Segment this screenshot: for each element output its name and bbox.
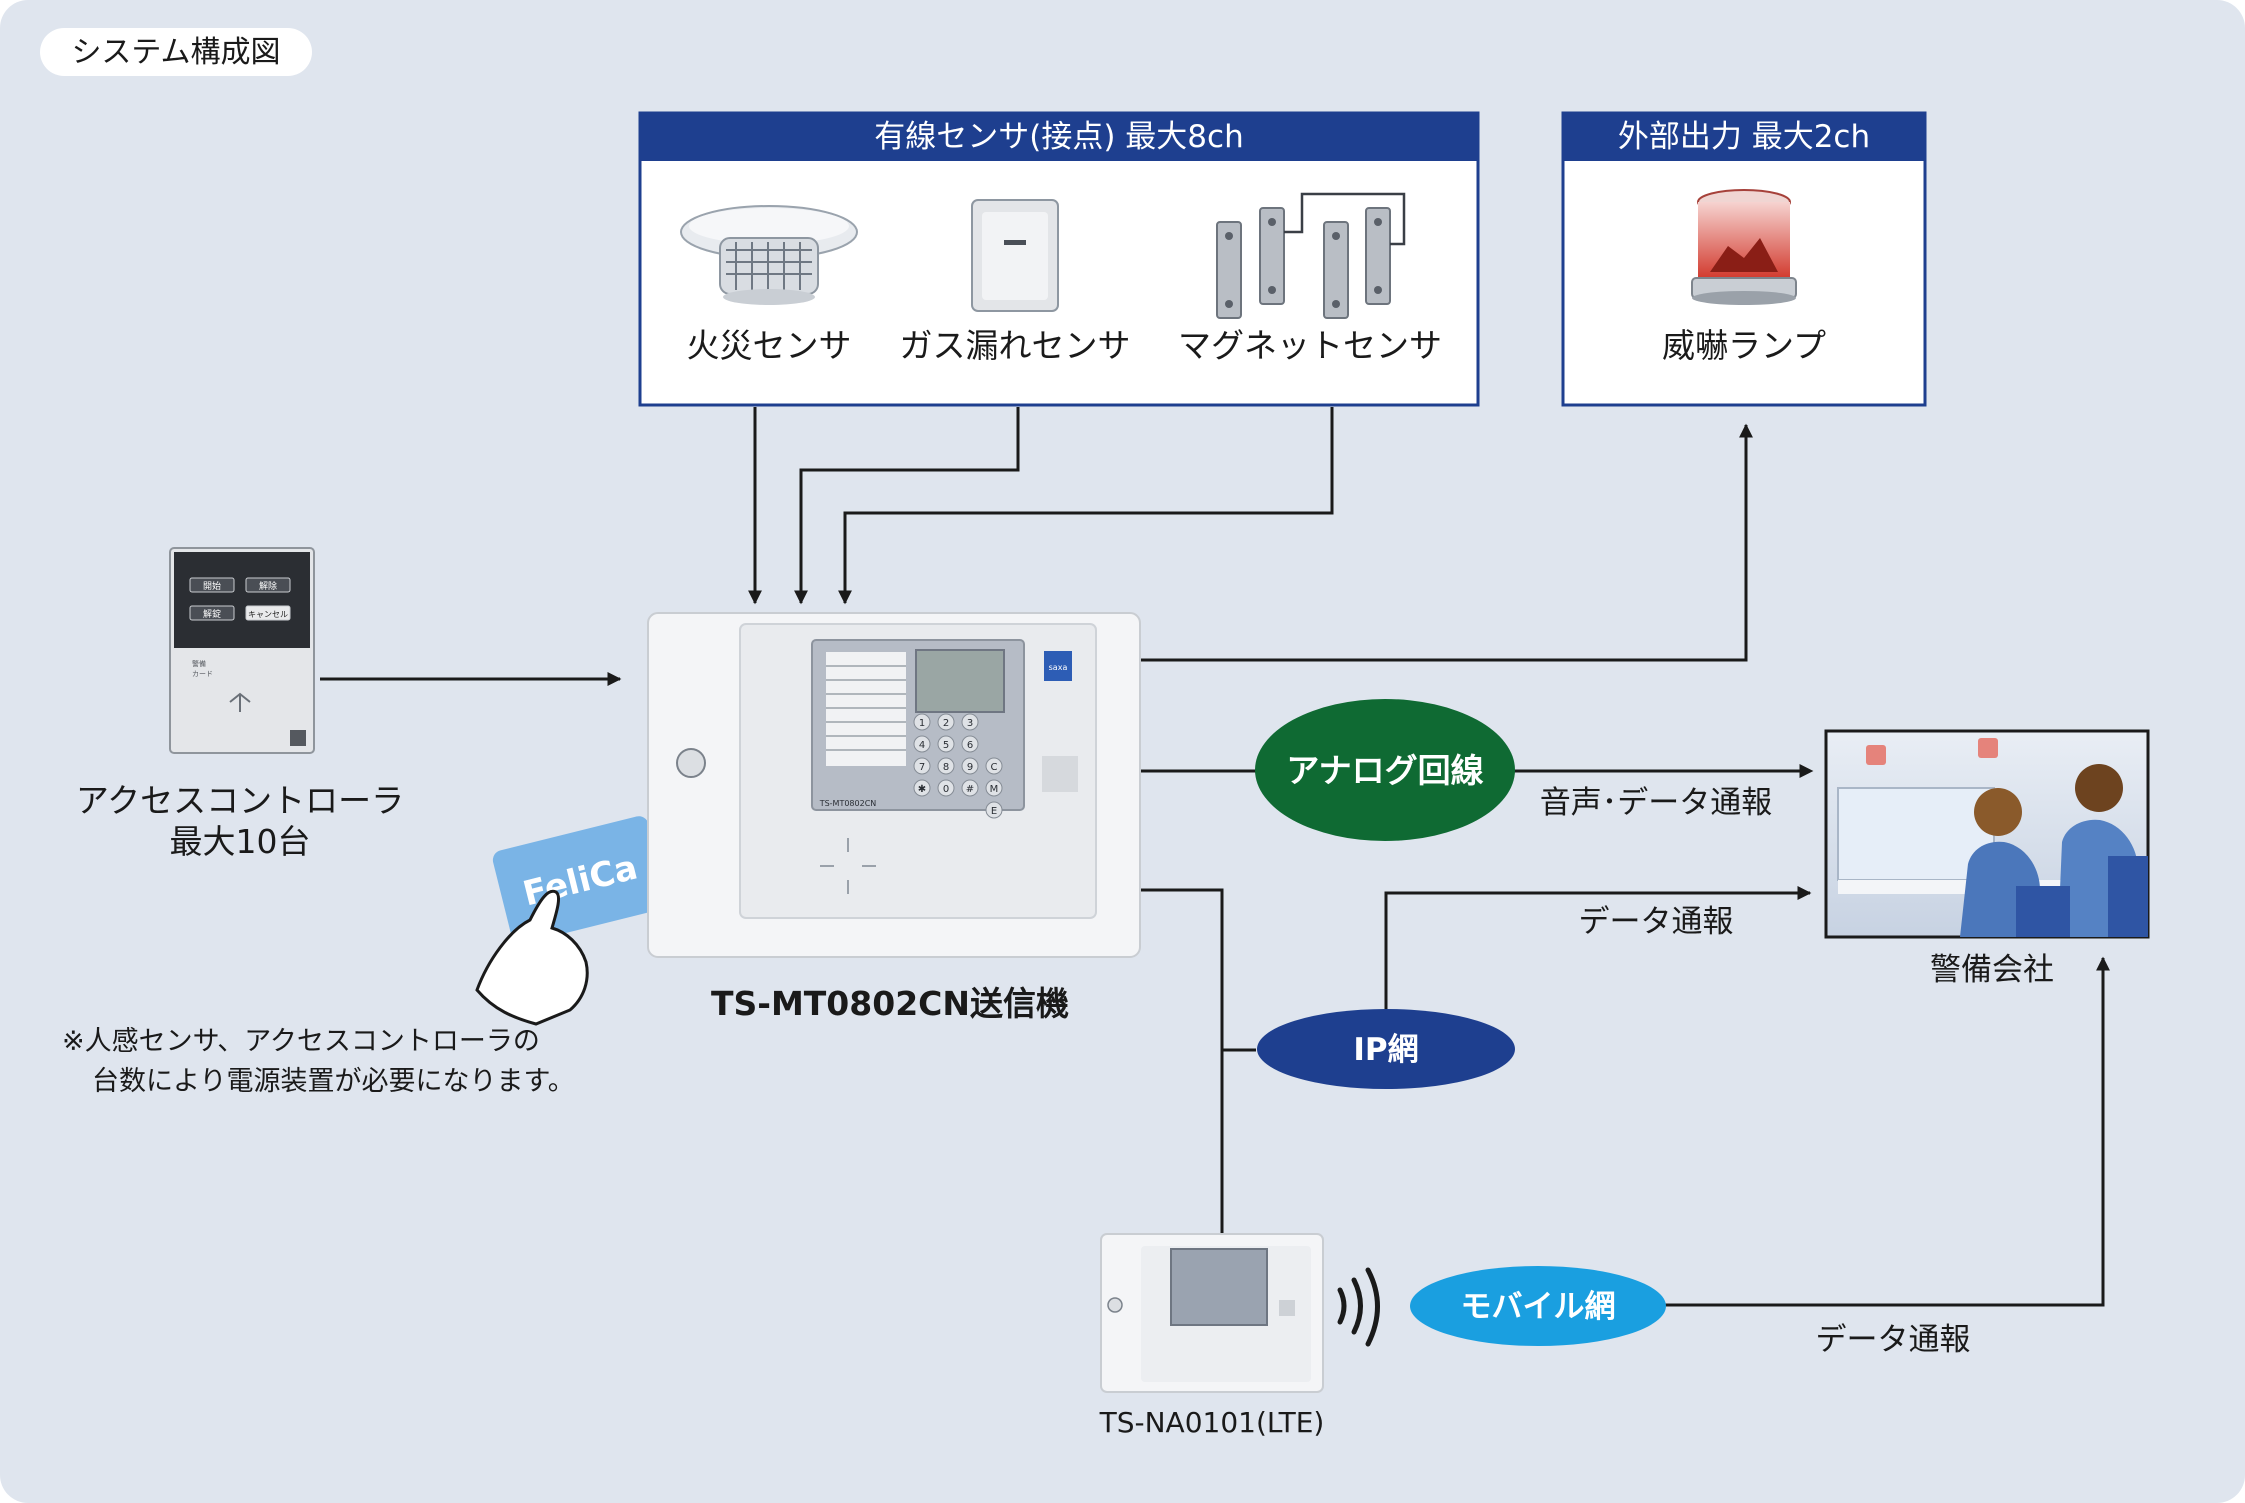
- external-output-box: 外部出力 最大2ch 威嚇ランプ: [1561, 111, 1927, 407]
- note-line1: ※人感センサ、アクセスコントローラの: [62, 1026, 540, 1057]
- keypad-key-label: 6: [967, 740, 973, 751]
- keypad-key: [913, 779, 931, 797]
- voice-data-label: 音声･データ通報: [1540, 785, 1773, 821]
- panel-small-guard: 警備: [192, 659, 206, 668]
- keypad-key: [937, 735, 955, 753]
- warning-lamp-icon: [1691, 189, 1797, 305]
- keypad-key: [961, 735, 979, 753]
- fire-sensor-label: 火災センサ: [687, 326, 852, 365]
- keypad-key: [913, 735, 931, 753]
- keypad-key-label: C: [991, 762, 998, 773]
- keypad-key: [961, 779, 979, 797]
- security-company-label: 警備会社: [1930, 952, 2054, 988]
- magnet-sensor-icon: [1216, 192, 1406, 319]
- connection-lines: [320, 407, 2110, 1307]
- note-line2: 台数により電源装置が必要になります。: [92, 1066, 575, 1097]
- keypad-key-label: 7: [919, 762, 925, 773]
- access-controller-count: 最大10台: [170, 822, 311, 861]
- ip-network: IP網: [1257, 1009, 1515, 1089]
- transmitter-model-print: TS-MT0802CN: [819, 799, 877, 808]
- keypad-key: [913, 757, 931, 775]
- lte-device: [1100, 1233, 1324, 1393]
- key-lock-icon: [676, 748, 706, 778]
- panel-button-unlock: 解錠: [203, 608, 221, 620]
- keypad-key: [985, 801, 1003, 819]
- keypad-key-label: 3: [967, 718, 973, 729]
- gas-sensor-label: ガス漏れセンサ: [900, 326, 1131, 365]
- analog-network: アナログ回線: [1255, 699, 1515, 841]
- keypad-key-label: ✱: [918, 784, 926, 795]
- keypad-key-label: 2: [943, 718, 949, 729]
- gas-sensor-icon: [971, 199, 1059, 312]
- panel-button-cancel: キャンセル: [248, 610, 288, 619]
- mobile-data-label: データ通報: [1816, 1322, 1971, 1358]
- transmitter-label: TS-MT0802CN送信機: [711, 984, 1069, 1023]
- access-controller-device: 開始 解除 解錠 キャンセル 警備 カード: [169, 547, 315, 754]
- ip-network-label: IP網: [1353, 1032, 1418, 1068]
- keypad-key-label: 9: [967, 762, 973, 773]
- keypad-key: [937, 779, 955, 797]
- wired-sensors-header: 有線センサ(接点) 最大8ch: [874, 119, 1243, 155]
- keypad-key: [961, 713, 979, 731]
- external-output-header: 外部出力 最大2ch: [1618, 119, 1870, 155]
- magnet-sensor-line: [838, 407, 1334, 605]
- lte-device-label: TS-NA0101(LTE): [1099, 1406, 1325, 1439]
- keypad-key: [985, 757, 1003, 775]
- felica-card-icon: FeliCa: [475, 816, 668, 1026]
- title-tag-text: システム構成図: [71, 35, 280, 70]
- ip-data-line: [1384, 886, 1812, 1009]
- keypad-key-label: 1: [919, 718, 925, 729]
- fire-sensor-icon: [680, 205, 858, 305]
- access-controller-label: アクセスコントローラ: [76, 781, 404, 820]
- mobile-network: モバイル網: [1410, 1266, 1666, 1346]
- keypad-key: [985, 779, 1003, 797]
- panel-button-release: 解除: [259, 580, 277, 592]
- keypad-key: [913, 713, 931, 731]
- keypad-key-label: 4: [919, 740, 925, 751]
- brand-logo: [1044, 651, 1072, 681]
- ip-trunk-line: [1140, 888, 1224, 1233]
- magnet-sensor-label: マグネットセンサ: [1178, 326, 1442, 365]
- transmitter-keypad: 1 2 3 4 5 6 7 8 9 ✱ 0 # CME: [913, 713, 1003, 819]
- wireless-signal-icon: [1337, 1267, 1380, 1347]
- transmitter-device: TS-MT0802CN saxa 1 2 3 4 5 6 7 8 9 ✱ 0 # CME: [647, 612, 1141, 958]
- keypad-key-label: #: [966, 784, 974, 795]
- mobile-network-label: モバイル網: [1461, 1289, 1616, 1325]
- lamp-output-line: [1138, 423, 1753, 662]
- keypad-key-label: M: [990, 784, 999, 795]
- brand-logo-text: saxa: [1049, 663, 1068, 672]
- ip-data-label: データ通報: [1579, 904, 1734, 940]
- gas-sensor-line: [794, 407, 1020, 605]
- wired-sensors-box: 有線センサ(接点) 最大8ch 火災センサ ガス漏れセンサ: [638, 111, 1480, 407]
- mobile-data-line: [1665, 956, 2110, 1307]
- panel-small-card: カード: [192, 670, 213, 678]
- keypad-key-label: 0: [943, 784, 949, 795]
- title-tag: システム構成図: [40, 28, 312, 76]
- keypad-key: [937, 757, 955, 775]
- panel-button-start: 開始: [203, 580, 221, 592]
- keypad-key-label: 5: [943, 740, 949, 751]
- keypad-key-label: 8: [943, 762, 949, 773]
- keypad-key: [937, 713, 955, 731]
- warning-lamp-label: 威嚇ランプ: [1662, 326, 1826, 365]
- keypad-key-label: E: [991, 806, 997, 817]
- keypad-key: [961, 757, 979, 775]
- analog-network-label: アナログ回線: [1286, 751, 1483, 790]
- security-company-image: [1824, 729, 2150, 939]
